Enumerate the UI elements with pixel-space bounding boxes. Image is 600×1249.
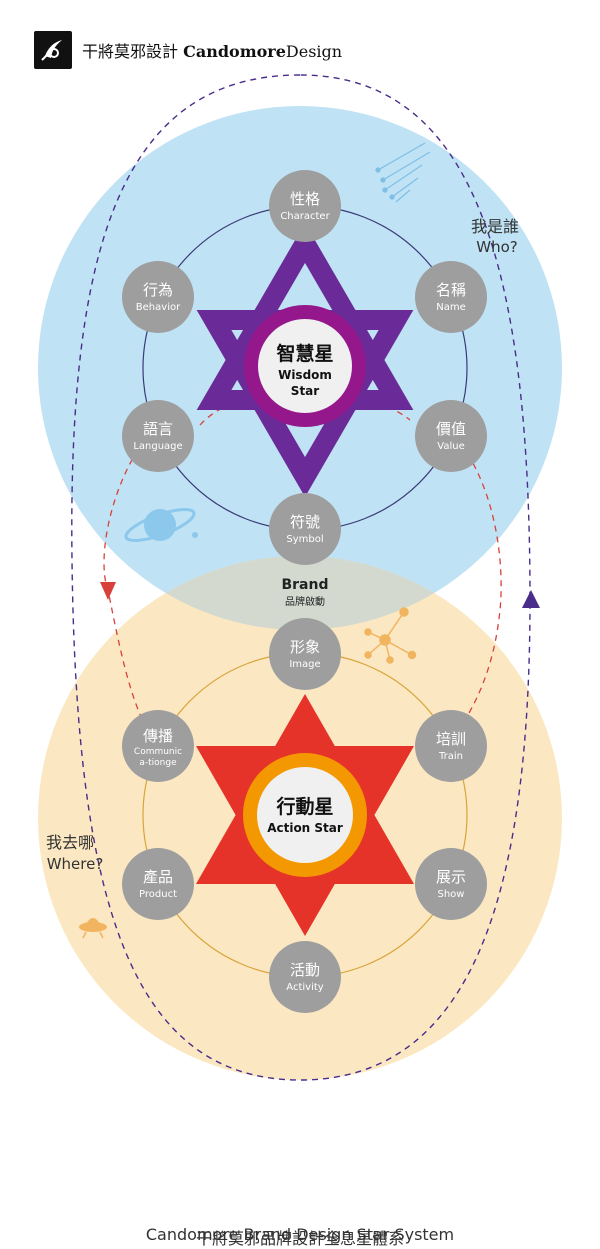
- svg-text:Show: Show: [438, 889, 465, 900]
- svg-text:Behavior: Behavior: [136, 302, 181, 313]
- ufo-icon: [79, 918, 107, 939]
- svg-text:符號: 符號: [290, 513, 320, 531]
- svg-text:產品: 產品: [143, 868, 173, 886]
- star-system-diagram: 智慧星 Wisdom Star 行動星 Action Star Brand 品牌…: [38, 74, 562, 1081]
- svg-text:名稱: 名稱: [436, 281, 466, 299]
- svg-text:Image: Image: [289, 659, 320, 670]
- svg-text:Communic: Communic: [134, 747, 182, 757]
- action-title-zh: 行動星: [275, 795, 333, 818]
- brand-label-en: Brand: [281, 577, 328, 593]
- svg-text:行為: 行為: [143, 281, 173, 299]
- where-label-en: Where?: [47, 855, 104, 873]
- brand-title: 干將莫邪設計 CandomoreDesign: [82, 38, 342, 62]
- node-image: 形象 Image: [269, 618, 341, 690]
- down-arrow-icon: [100, 582, 116, 600]
- wisdom-title-zh: 智慧星: [276, 342, 333, 365]
- svg-text:Name: Name: [436, 302, 466, 313]
- brand-label-zh: 品牌啟動: [285, 595, 325, 608]
- node-communication: 傳播 Communic a-tionge: [122, 710, 194, 782]
- molecule-icon: [364, 607, 417, 664]
- svg-text:性格: 性格: [290, 190, 320, 208]
- svg-text:活動: 活動: [290, 961, 320, 979]
- svg-text:培訓: 培訓: [436, 730, 466, 748]
- footer-title-zh: 干將莫邪品牌設計全息星體系: [195, 1229, 404, 1248]
- wisdom-title-en-1: Wisdom: [278, 368, 332, 382]
- node-behavior: 行為 Behavior: [122, 261, 194, 333]
- node-value: 價值 Value: [415, 400, 487, 472]
- svg-text:傳播: 傳播: [143, 727, 173, 745]
- wisdom-center: [258, 319, 352, 413]
- who-label-en: Who?: [476, 238, 517, 256]
- brand-title-en-bold: Candomore: [183, 42, 286, 61]
- brand-title-zh: 干將莫邪設計: [82, 42, 179, 61]
- svg-text:Value: Value: [437, 441, 464, 452]
- header: 干將莫邪設計 CandomoreDesign: [34, 30, 342, 70]
- node-character: 性格 Character: [269, 170, 341, 242]
- node-symbol: 符號 Symbol: [269, 493, 341, 565]
- node-show: 展示 Show: [415, 848, 487, 920]
- svg-text:Symbol: Symbol: [286, 534, 323, 545]
- node-train: 培訓 Train: [415, 710, 487, 782]
- svg-text:a-tionge: a-tionge: [139, 758, 177, 768]
- node-product: 產品 Product: [122, 848, 194, 920]
- planet-icon: [124, 508, 198, 542]
- svg-text:Train: Train: [438, 751, 463, 762]
- who-label-zh: 我是誰: [471, 217, 519, 236]
- node-activity: 活動 Activity: [269, 941, 341, 1013]
- action-center: [257, 767, 353, 863]
- node-language: 語言 Language: [122, 400, 194, 472]
- brand-logo-icon: [34, 31, 72, 69]
- outer-dashed-loop: [71, 74, 531, 1081]
- action-title-en: Action Star: [267, 821, 343, 835]
- svg-text:形象: 形象: [290, 638, 320, 656]
- svg-text:Character: Character: [280, 211, 330, 222]
- svg-text:Activity: Activity: [286, 982, 323, 993]
- node-name: 名稱 Name: [415, 261, 487, 333]
- svg-text:Product: Product: [139, 889, 177, 900]
- svg-text:Language: Language: [133, 441, 182, 452]
- up-arrow-icon: [522, 590, 540, 608]
- svg-text:展示: 展示: [436, 868, 466, 886]
- svg-text:價值: 價值: [436, 420, 466, 438]
- brand-title-en: Design: [285, 42, 343, 61]
- where-label-zh: 我去哪: [46, 833, 94, 852]
- meteor-shower-icon: [375, 142, 431, 203]
- wisdom-title-en-2: Star: [291, 384, 319, 398]
- svg-text:語言: 語言: [143, 420, 173, 438]
